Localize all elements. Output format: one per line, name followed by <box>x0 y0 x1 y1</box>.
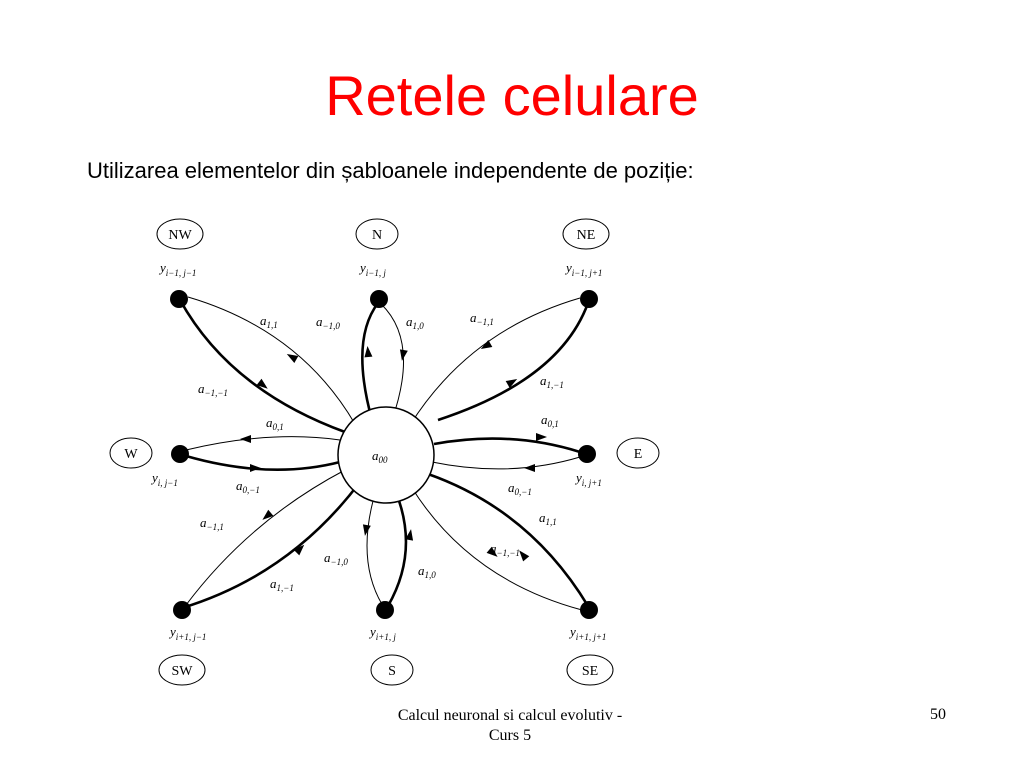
cell-se-label: yi+1, j+1 <box>568 624 606 642</box>
cell-n-dot <box>370 290 388 308</box>
weight-ne-in: a−1,1 <box>470 310 494 327</box>
edge-s-thin <box>366 489 384 607</box>
dir-n-label: N <box>372 228 382 243</box>
slide-subtitle: Utilizarea elementelor din șabloanele in… <box>87 158 694 183</box>
edge-se-thick <box>427 472 590 607</box>
cell-sw-dot <box>173 601 191 619</box>
edge-nw-thick <box>178 299 346 434</box>
cell-s-dot <box>376 601 394 619</box>
dir-w-ellipse <box>109 437 153 469</box>
cell-sw-label: yi+1, j−1 <box>168 624 206 642</box>
weight-sw-in: a1,−1 <box>270 576 294 593</box>
edge-e-thin <box>431 456 581 470</box>
dir-s-label: S <box>388 664 396 679</box>
cell-w-label: yi, j−1 <box>150 470 178 488</box>
weight-ne-out: a1,−1 <box>540 373 564 390</box>
weight-se-out: a−1,−1 <box>490 541 520 558</box>
cell-e-label: yi, j+1 <box>574 470 602 488</box>
edge-sw-thin <box>185 469 346 606</box>
weight-w-in: a0,−1 <box>236 478 260 495</box>
cell-se-dot <box>580 601 598 619</box>
weight-w-out: a0,1 <box>266 415 284 432</box>
weight-nw-out: a1,1 <box>260 313 278 330</box>
page-number: 50 <box>930 706 946 723</box>
edge-sw-thick <box>181 481 362 610</box>
weight-e-in: a0,1 <box>541 412 559 429</box>
dir-se-ellipse <box>566 654 614 686</box>
cell-s-label: yi+1, j <box>368 624 396 642</box>
slide-footer: Calcul neuronal si calcul evolutiv - Cur… <box>360 706 660 746</box>
weight-se-in: a1,1 <box>539 510 557 527</box>
slide-title: Retele celulare <box>325 64 699 127</box>
edge-w-thin <box>185 436 341 451</box>
cell-nw-label: yi−1, j−1 <box>158 260 196 278</box>
weight-s-in: a1,0 <box>418 563 436 580</box>
edge-nw-thin <box>187 296 356 425</box>
footer-line-1: Calcul neuronal si calcul evolutiv - <box>397 707 623 724</box>
dir-n-ellipse <box>355 218 399 250</box>
cell-nw-dot <box>170 290 188 308</box>
direction-ellipses <box>109 218 660 686</box>
neighbor-cells <box>170 290 598 619</box>
edge-n-right <box>379 302 405 421</box>
weight-n-out: a1,0 <box>406 314 424 331</box>
dir-e-ellipse <box>616 437 660 469</box>
dir-se-label: SE <box>582 664 598 679</box>
dir-e-label: E <box>634 447 643 462</box>
dir-ne-ellipse <box>562 218 610 250</box>
edge-ne-thin <box>409 297 581 426</box>
edge-w-thick <box>185 454 341 471</box>
weight-s-out: a−1,0 <box>324 550 348 567</box>
cell-ne-label: yi−1, j+1 <box>564 260 602 278</box>
dir-sw-ellipse <box>158 654 206 686</box>
footer-line-2: Curs 5 <box>488 727 532 744</box>
dir-nw-label: NW <box>168 228 192 243</box>
edge-e-thick <box>433 437 581 454</box>
edge-se-thin <box>411 487 583 611</box>
center-label: a00 <box>372 448 388 465</box>
cell-n-label: yi−1, j <box>358 260 386 278</box>
edge-s-thick <box>386 489 408 607</box>
weight-e-out: a0,−1 <box>508 480 532 497</box>
weight-nw-in: a−1,−1 <box>198 381 228 398</box>
arrowheads <box>240 340 547 562</box>
cell-e-dot <box>578 445 596 463</box>
weight-sw-out: a−1,1 <box>200 515 224 532</box>
dir-ne-label: NE <box>577 228 596 243</box>
edge-ne-thick <box>437 302 590 422</box>
dir-sw-label: SW <box>172 664 194 679</box>
connections <box>178 296 590 611</box>
dir-w-label: W <box>124 447 138 462</box>
center-cell <box>337 406 435 504</box>
cell-ne-dot <box>580 290 598 308</box>
cell-w-dot <box>171 445 189 463</box>
dir-nw-ellipse <box>156 218 204 250</box>
dir-s-ellipse <box>370 654 414 686</box>
edge-n-left <box>361 302 380 421</box>
weight-n-in: a−1,0 <box>316 314 340 331</box>
